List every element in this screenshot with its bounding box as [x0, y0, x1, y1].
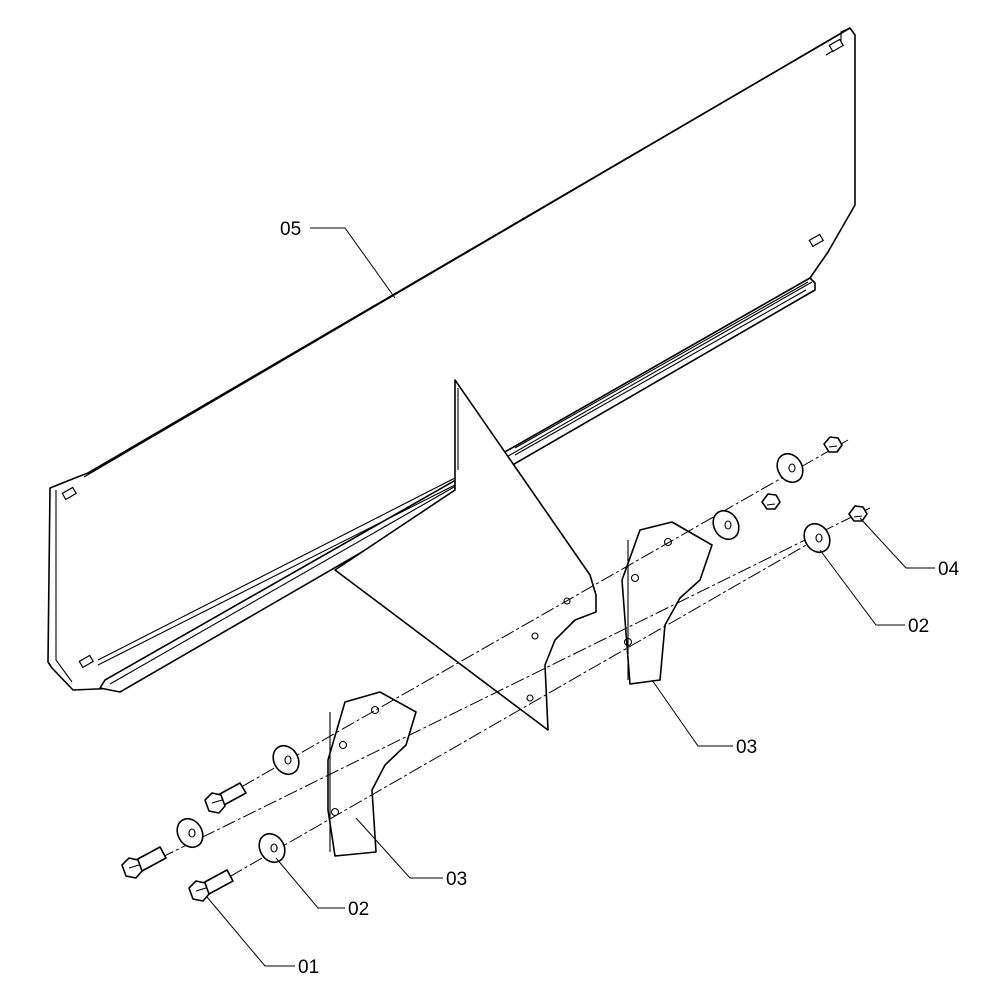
divider-plate — [334, 379, 597, 731]
lower-bend-right — [514, 281, 809, 449]
divider-hole-3 — [526, 694, 534, 702]
callout-02-right: 02 — [908, 616, 929, 637]
callout-02-left: 02 — [348, 899, 369, 920]
divider-hole-2 — [531, 632, 539, 640]
washer — [712, 509, 740, 541]
nut — [823, 436, 843, 453]
washer — [803, 522, 831, 554]
bolts — [121, 782, 247, 902]
leader-01 — [206, 896, 295, 967]
callout-03-left: 03 — [446, 869, 467, 890]
bolt — [121, 846, 167, 879]
curved-plate-right — [621, 521, 713, 685]
left-edge-fold — [55, 490, 73, 683]
lower-bend-left-2 — [97, 484, 456, 666]
right-plate-hole-1 — [663, 537, 673, 547]
top-bend-line-2 — [91, 39, 831, 472]
nut — [761, 493, 781, 510]
assembly-axes — [139, 439, 871, 889]
left-plate-hole-3 — [330, 807, 340, 817]
callout-04: 04 — [938, 559, 960, 580]
callout-05: 05 — [280, 219, 301, 240]
callout-labels: 05 04 02 03 03 02 01 — [280, 219, 960, 978]
divider-plate-body — [334, 379, 597, 731]
curved-plate-left — [327, 691, 417, 857]
lower-bend-right-2 — [514, 289, 807, 456]
leader-03-right — [651, 679, 733, 747]
slot-bottom-right — [808, 233, 825, 248]
curved-plate-left-body — [327, 691, 417, 857]
bolt — [204, 782, 247, 814]
slot-top-right — [828, 38, 845, 53]
left-plate-hole-1 — [370, 705, 380, 715]
slot-top-left — [61, 486, 78, 501]
axis-top — [221, 439, 849, 799]
right-plate-hole-2 — [630, 573, 640, 583]
leader-04 — [859, 517, 935, 569]
washers — [176, 452, 831, 864]
nuts — [761, 436, 868, 522]
callout-03-right: 03 — [736, 737, 757, 758]
leader-05 — [310, 227, 396, 299]
left-plate-hole-2 — [338, 740, 348, 750]
callout-01: 01 — [298, 957, 319, 978]
washer — [776, 452, 804, 484]
leader-02-left — [275, 857, 345, 909]
slot-bottom-left — [78, 654, 95, 669]
leader-02-right — [819, 549, 905, 626]
leader-03-left — [355, 817, 443, 879]
bolt — [188, 869, 234, 902]
nut — [848, 505, 868, 522]
axis-bottom — [209, 539, 816, 889]
curved-plate-right-body — [621, 521, 713, 685]
washer — [176, 817, 204, 849]
washer — [258, 832, 286, 864]
leader-lines — [206, 227, 935, 967]
axis-middle — [139, 507, 871, 869]
washer — [272, 744, 300, 776]
divider-hole-1 — [563, 597, 571, 605]
right-plate-hole-3 — [623, 637, 633, 647]
